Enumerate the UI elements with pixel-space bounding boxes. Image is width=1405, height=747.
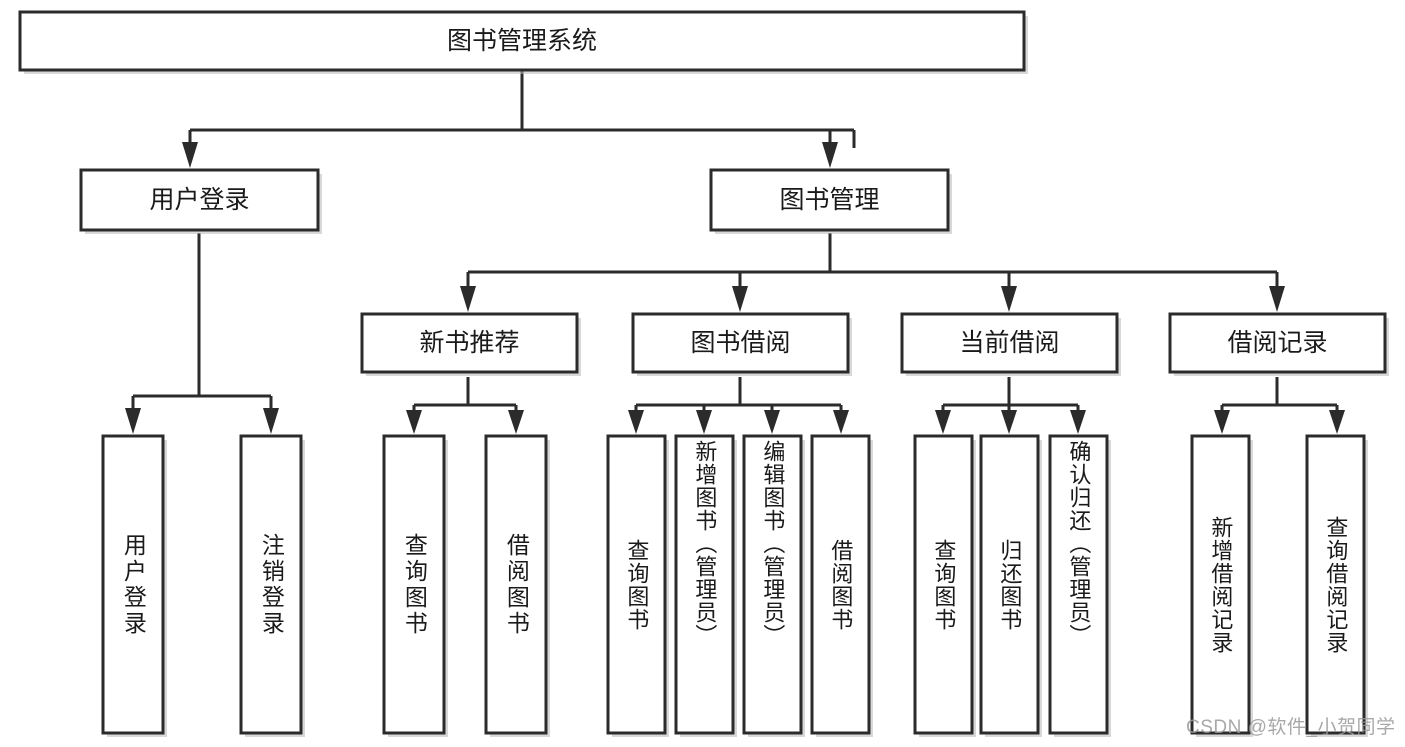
root-node-box[interactable] <box>18 10 1026 72</box>
node-box-leaf-borrow-book[interactable] <box>810 434 871 735</box>
connector-bookmanage-to-level2 <box>460 233 1285 312</box>
node-box-leaf-query-book-current[interactable] <box>913 434 974 735</box>
connector-borrowrecord-to-leaves <box>1214 377 1345 434</box>
node-box-user-login[interactable] <box>79 168 320 232</box>
node-box-book-manage[interactable] <box>709 168 950 232</box>
connector-userlogin-to-leaves <box>125 233 279 434</box>
node-box-leaf-add-book[interactable] <box>674 434 735 735</box>
node-box-current-borrow[interactable] <box>900 312 1119 374</box>
node-box-leaf-edit-book[interactable] <box>742 434 803 735</box>
node-box-borrow-record[interactable] <box>1168 312 1387 374</box>
node-box-leaf-query-book-recommend[interactable] <box>382 434 446 735</box>
node-box-leaf-query-book-borrow[interactable] <box>606 434 667 735</box>
node-box-leaf-return-book[interactable] <box>979 434 1040 735</box>
connector-root-to-level1 <box>182 71 856 168</box>
node-box-new-book-recommend[interactable] <box>360 312 579 374</box>
node-box-book-borrow[interactable] <box>631 312 850 374</box>
connector-bookborrow-to-leaves <box>628 377 849 434</box>
node-box-leaf-borrow-book-recommend[interactable] <box>484 434 548 735</box>
connector-currentborrow-to-leaves <box>935 377 1086 434</box>
node-box-leaf-query-borrow-record[interactable] <box>1305 434 1366 735</box>
node-box-leaf-user-login[interactable] <box>101 434 165 735</box>
connector-newbook-to-leaves <box>406 377 524 434</box>
csdn-watermark: CSDN @软件_小贺同学 <box>1186 717 1396 738</box>
node-box-leaf-confirm-return[interactable] <box>1048 434 1109 735</box>
node-box-leaf-add-borrow-record[interactable] <box>1190 434 1251 735</box>
node-box-leaf-logout-login[interactable] <box>239 434 303 735</box>
